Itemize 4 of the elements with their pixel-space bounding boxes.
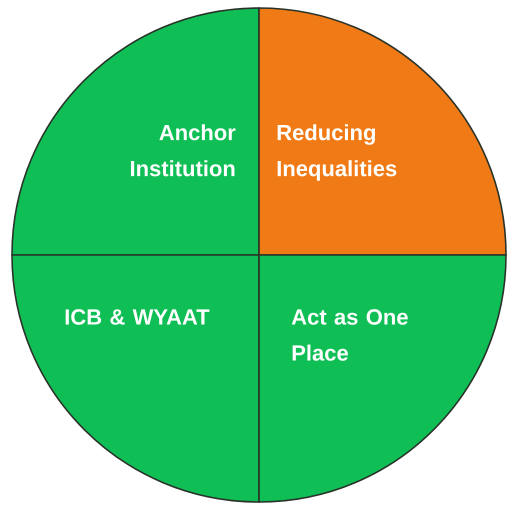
quadrant-sector: Act as One Place [258,254,507,503]
quadrant-sector: Anchor Institution [11,7,260,256]
quadrant-sector: Reducing Inequalities [258,7,507,256]
quadrant-sector: ICB & WYAAT [11,254,260,503]
